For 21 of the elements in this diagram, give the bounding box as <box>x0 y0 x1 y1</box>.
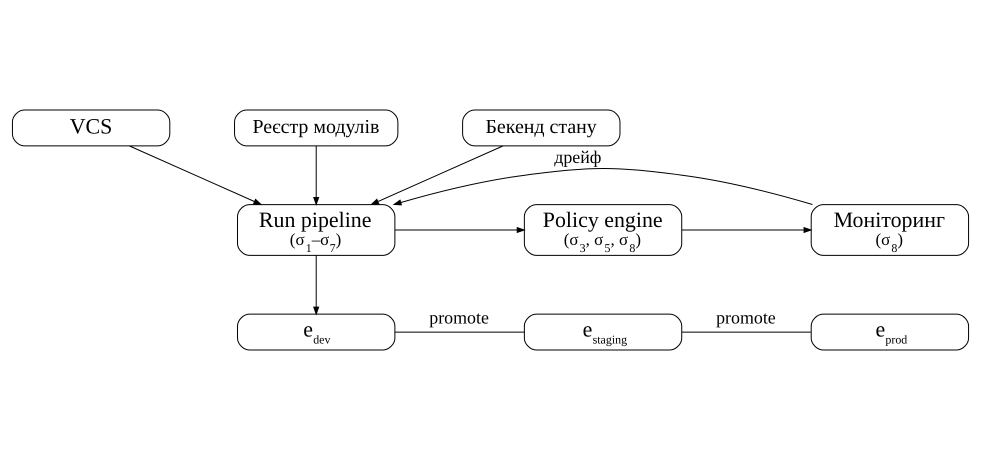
node-box: Run pipeline (σ$_{1}$–σ$_{7}$) <box>237 204 396 256</box>
node-box: e$_{staging}$ <box>524 314 682 351</box>
node-box: Моніторинг (σ$_{8}$) <box>810 204 970 256</box>
node-box: Policy engine (σ$_{3}$, σ$_{5}$, σ$_{8}$) <box>524 204 682 256</box>
arrow <box>313 254 320 316</box>
node-box: Бекенд стану <box>462 109 620 146</box>
arrow <box>370 145 504 206</box>
edge-label: дрейф <box>554 146 602 167</box>
connector <box>394 332 524 333</box>
node-box: e$_{prod}$ <box>810 314 970 351</box>
connector <box>681 332 812 333</box>
node-box: Реєстр модулів <box>234 109 398 146</box>
edge-label: promote <box>429 308 489 328</box>
arrow <box>392 168 813 206</box>
arrow <box>681 226 813 234</box>
arrow <box>394 226 526 234</box>
arrow <box>128 145 262 206</box>
node-box: e$_{dev}$ <box>237 314 396 351</box>
edge-label: promote <box>716 308 776 328</box>
arrow <box>313 145 320 206</box>
node-box: VCS <box>12 109 170 146</box>
